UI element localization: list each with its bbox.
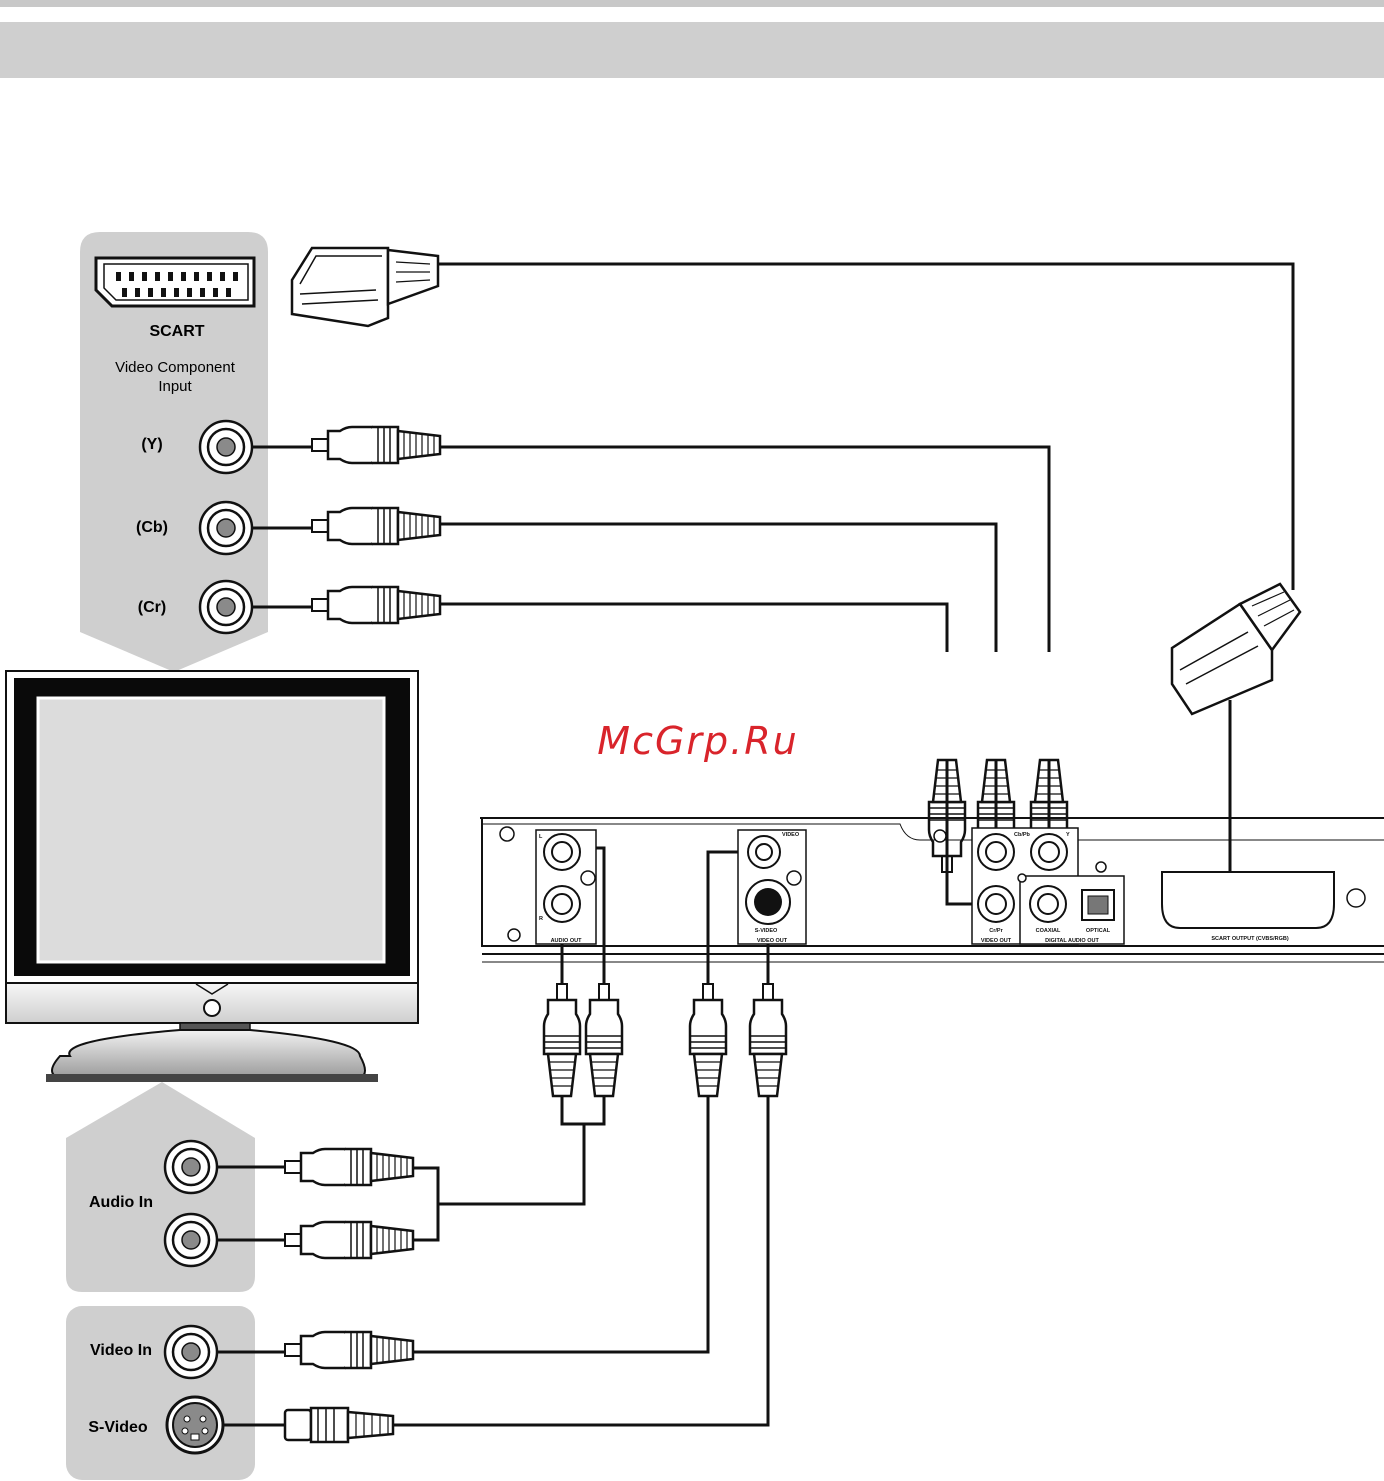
cb-input-label: (Cb) (136, 519, 168, 536)
audio-r-label: R (539, 916, 543, 922)
video-in-jack (165, 1326, 217, 1378)
scart-pin (174, 288, 179, 297)
scart-pin (135, 288, 140, 297)
scart-cable (438, 264, 1293, 590)
scart-pin (187, 288, 192, 297)
scart-pin (233, 272, 238, 281)
scart-pin (161, 288, 166, 297)
y-input-jack (200, 421, 252, 473)
crpr-label: Cr/Pr (989, 928, 1003, 934)
optical-label: OPTICAL (1086, 928, 1111, 934)
scart-pin (213, 288, 218, 297)
svideo-in-jack (167, 1397, 223, 1453)
component-title-line1: Video Component (115, 359, 236, 376)
audio-out-label: AUDIO OUT (551, 938, 583, 944)
video-out-label-2: VIDEO OUT (981, 938, 1012, 944)
watermark: McGrp.Ru (597, 719, 798, 763)
cbpb-label: Cb/Pb (1014, 832, 1031, 838)
cr-input-label: (Cr) (138, 599, 166, 616)
video-in-label: Video In (90, 1342, 152, 1359)
scart-pin (220, 272, 225, 281)
scart-pin (155, 272, 160, 281)
scart-pin (181, 272, 186, 281)
scart-pin (226, 288, 231, 297)
scart-plug-player-side (1172, 584, 1300, 714)
y-label: Y (1066, 832, 1070, 838)
y-cable-plug (312, 427, 440, 463)
cr-cable-plug (312, 587, 440, 623)
scart-pin (194, 272, 199, 281)
scart-output-label: SCART OUTPUT (CVBS/RGB) (1211, 936, 1288, 942)
audio-in-right-jack (165, 1214, 217, 1266)
scart-pin (122, 288, 127, 297)
audio-r-plug-player (586, 984, 622, 1096)
cr-input-jack (200, 581, 252, 633)
scart-pin (168, 272, 173, 281)
television (6, 671, 418, 1082)
cb-cable-plug (312, 508, 440, 544)
video-out-label-1: VIDEO OUT (757, 938, 788, 944)
scart-plug-tv-side (292, 248, 438, 326)
video-plug-player (690, 984, 726, 1096)
audio-right-plug (285, 1222, 413, 1258)
cb-input-jack (200, 502, 252, 554)
scart-pin (148, 288, 153, 297)
digital-audio-out-label: DIGITAL AUDIO OUT (1045, 938, 1099, 944)
coaxial-label: COAXIAL (1036, 928, 1061, 934)
video-label: VIDEO (782, 832, 800, 838)
svideo-in-label: S-Video (88, 1419, 148, 1436)
svideo-plug-player (750, 984, 786, 1096)
svideo-label: S-VIDEO (755, 928, 778, 934)
tv-scart-connector (96, 258, 254, 306)
y-input-label: (Y) (141, 436, 162, 453)
audio-left-plug (285, 1149, 413, 1185)
audio-l-plug-player (544, 984, 580, 1096)
audio-in-left-jack (165, 1141, 217, 1193)
scart-pin (116, 272, 121, 281)
video-plug (285, 1332, 413, 1368)
svideo-plug (285, 1408, 393, 1442)
scart-label: SCART (149, 323, 204, 340)
audio-in-label: Audio In (89, 1194, 153, 1211)
scart-pin (200, 288, 205, 297)
scart-pin (129, 272, 134, 281)
component-title-line2: Input (158, 378, 192, 395)
scart-pin (207, 272, 212, 281)
scart-pin (142, 272, 147, 281)
